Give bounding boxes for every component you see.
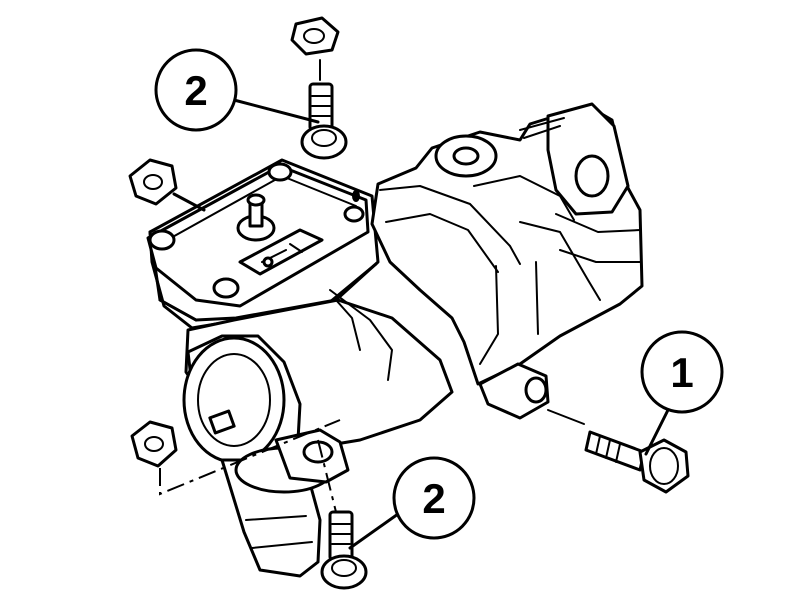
upper-left-nut [128,158,206,212]
input-cylinder [182,334,302,464]
side-cover-plate [146,162,370,308]
lower-mounting-ear [274,428,350,484]
bottom-mounting-bolt [320,510,368,590]
top-mounting-bolt [290,16,348,160]
callout-label: 1 [670,349,693,396]
lower-bolt-axis [317,439,339,521]
lower-left-nut [130,420,178,468]
right-mounting-bolt [547,409,690,494]
callout-top-bolt: 2 [154,48,320,132]
valve-body-housing [370,102,644,420]
callout-label: 2 [184,67,207,114]
mounting-center-line [159,419,341,496]
callout-right-bolt: 1 [640,330,724,456]
callout-label: 2 [422,475,445,522]
callout-bottom-bolt: 2 [348,456,476,550]
